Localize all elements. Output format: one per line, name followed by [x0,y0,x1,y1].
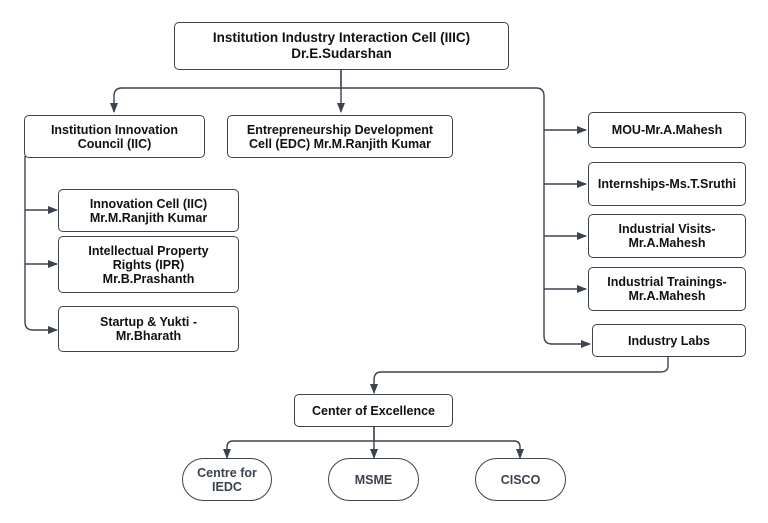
node-edc: Entrepreneurship Development Cell (EDC) … [227,115,453,158]
node-startup-yukti: Startup & Yukti - Mr.Bharath [58,306,239,352]
connector-root-to-industry [341,87,591,348]
node-industrial-trainings: Industrial Trainings- Mr.A.Mahesh [588,267,746,311]
root-title: Institution Industry Interaction Cell (I… [212,30,471,45]
node-cisco: CISCO [475,458,566,501]
node-ipr: Intellectual Property Rights (IPR) Mr.B.… [58,236,239,293]
node-mou: MOU-Mr.A.Mahesh [588,112,746,148]
node-industry-labs: Industry Labs [592,324,746,357]
node-innovation-cell: Innovation Cell (IIC) Mr.M.Ranjith Kumar [58,189,239,232]
connector-coe-left [223,426,375,459]
root-head: Dr.E.Sudarshan [291,46,392,61]
node-centre-for-iedc: Centre for IEDC [182,458,272,501]
connector-labs-to-coe [370,357,669,394]
node-msme: MSME [328,458,419,501]
connector-coe-right [374,440,524,459]
node-internships: Internships-Ms.T.Sruthi [588,162,746,206]
node-iic-council: Institution Innovation Council (IIC) [24,115,205,158]
node-industrial-visits: Industrial Visits- Mr.A.Mahesh [588,214,746,258]
connector-iic-branch [24,156,58,334]
node-center-of-excellence: Center of Excellence [294,394,453,427]
node-iiic-root: Institution Industry Interaction Cell (I… [174,22,509,70]
connector-root-to-iic [110,70,342,113]
